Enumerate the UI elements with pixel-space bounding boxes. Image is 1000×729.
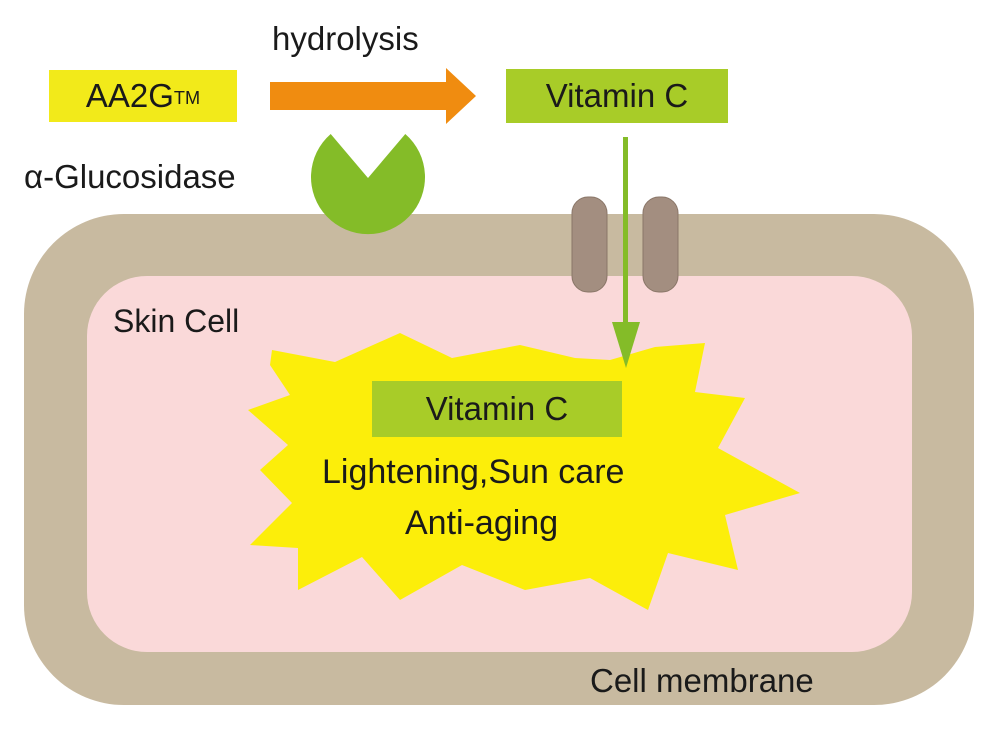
hydrolysis-arrow bbox=[270, 68, 476, 124]
vitamin-c-label-outside: Vitamin C bbox=[545, 77, 689, 114]
enzyme-pacman-icon bbox=[311, 134, 426, 235]
effect-line-2: Anti-aging bbox=[405, 504, 559, 542]
channel-right bbox=[642, 196, 679, 293]
hydrolysis-label: hydrolysis bbox=[272, 20, 419, 57]
effect-line-1: Lightening,Sun care bbox=[322, 453, 625, 491]
uptake-arrow bbox=[612, 137, 640, 368]
channel-left bbox=[571, 196, 608, 293]
cell-membrane-label: Cell membrane bbox=[590, 662, 814, 699]
vitamin-c-label-inside: Vitamin C bbox=[425, 390, 569, 427]
skin-cell-label: Skin Cell bbox=[113, 303, 240, 339]
vitamin-c-box-inside: Vitamin C bbox=[372, 381, 622, 437]
vitamin-c-box-outside: Vitamin C bbox=[506, 69, 728, 123]
enzyme-label: α-Glucosidase bbox=[24, 158, 236, 195]
trademark-mark: TM bbox=[173, 88, 201, 109]
aa2g-label: AA2G bbox=[85, 77, 174, 114]
membrane-channel-icon bbox=[571, 196, 679, 293]
